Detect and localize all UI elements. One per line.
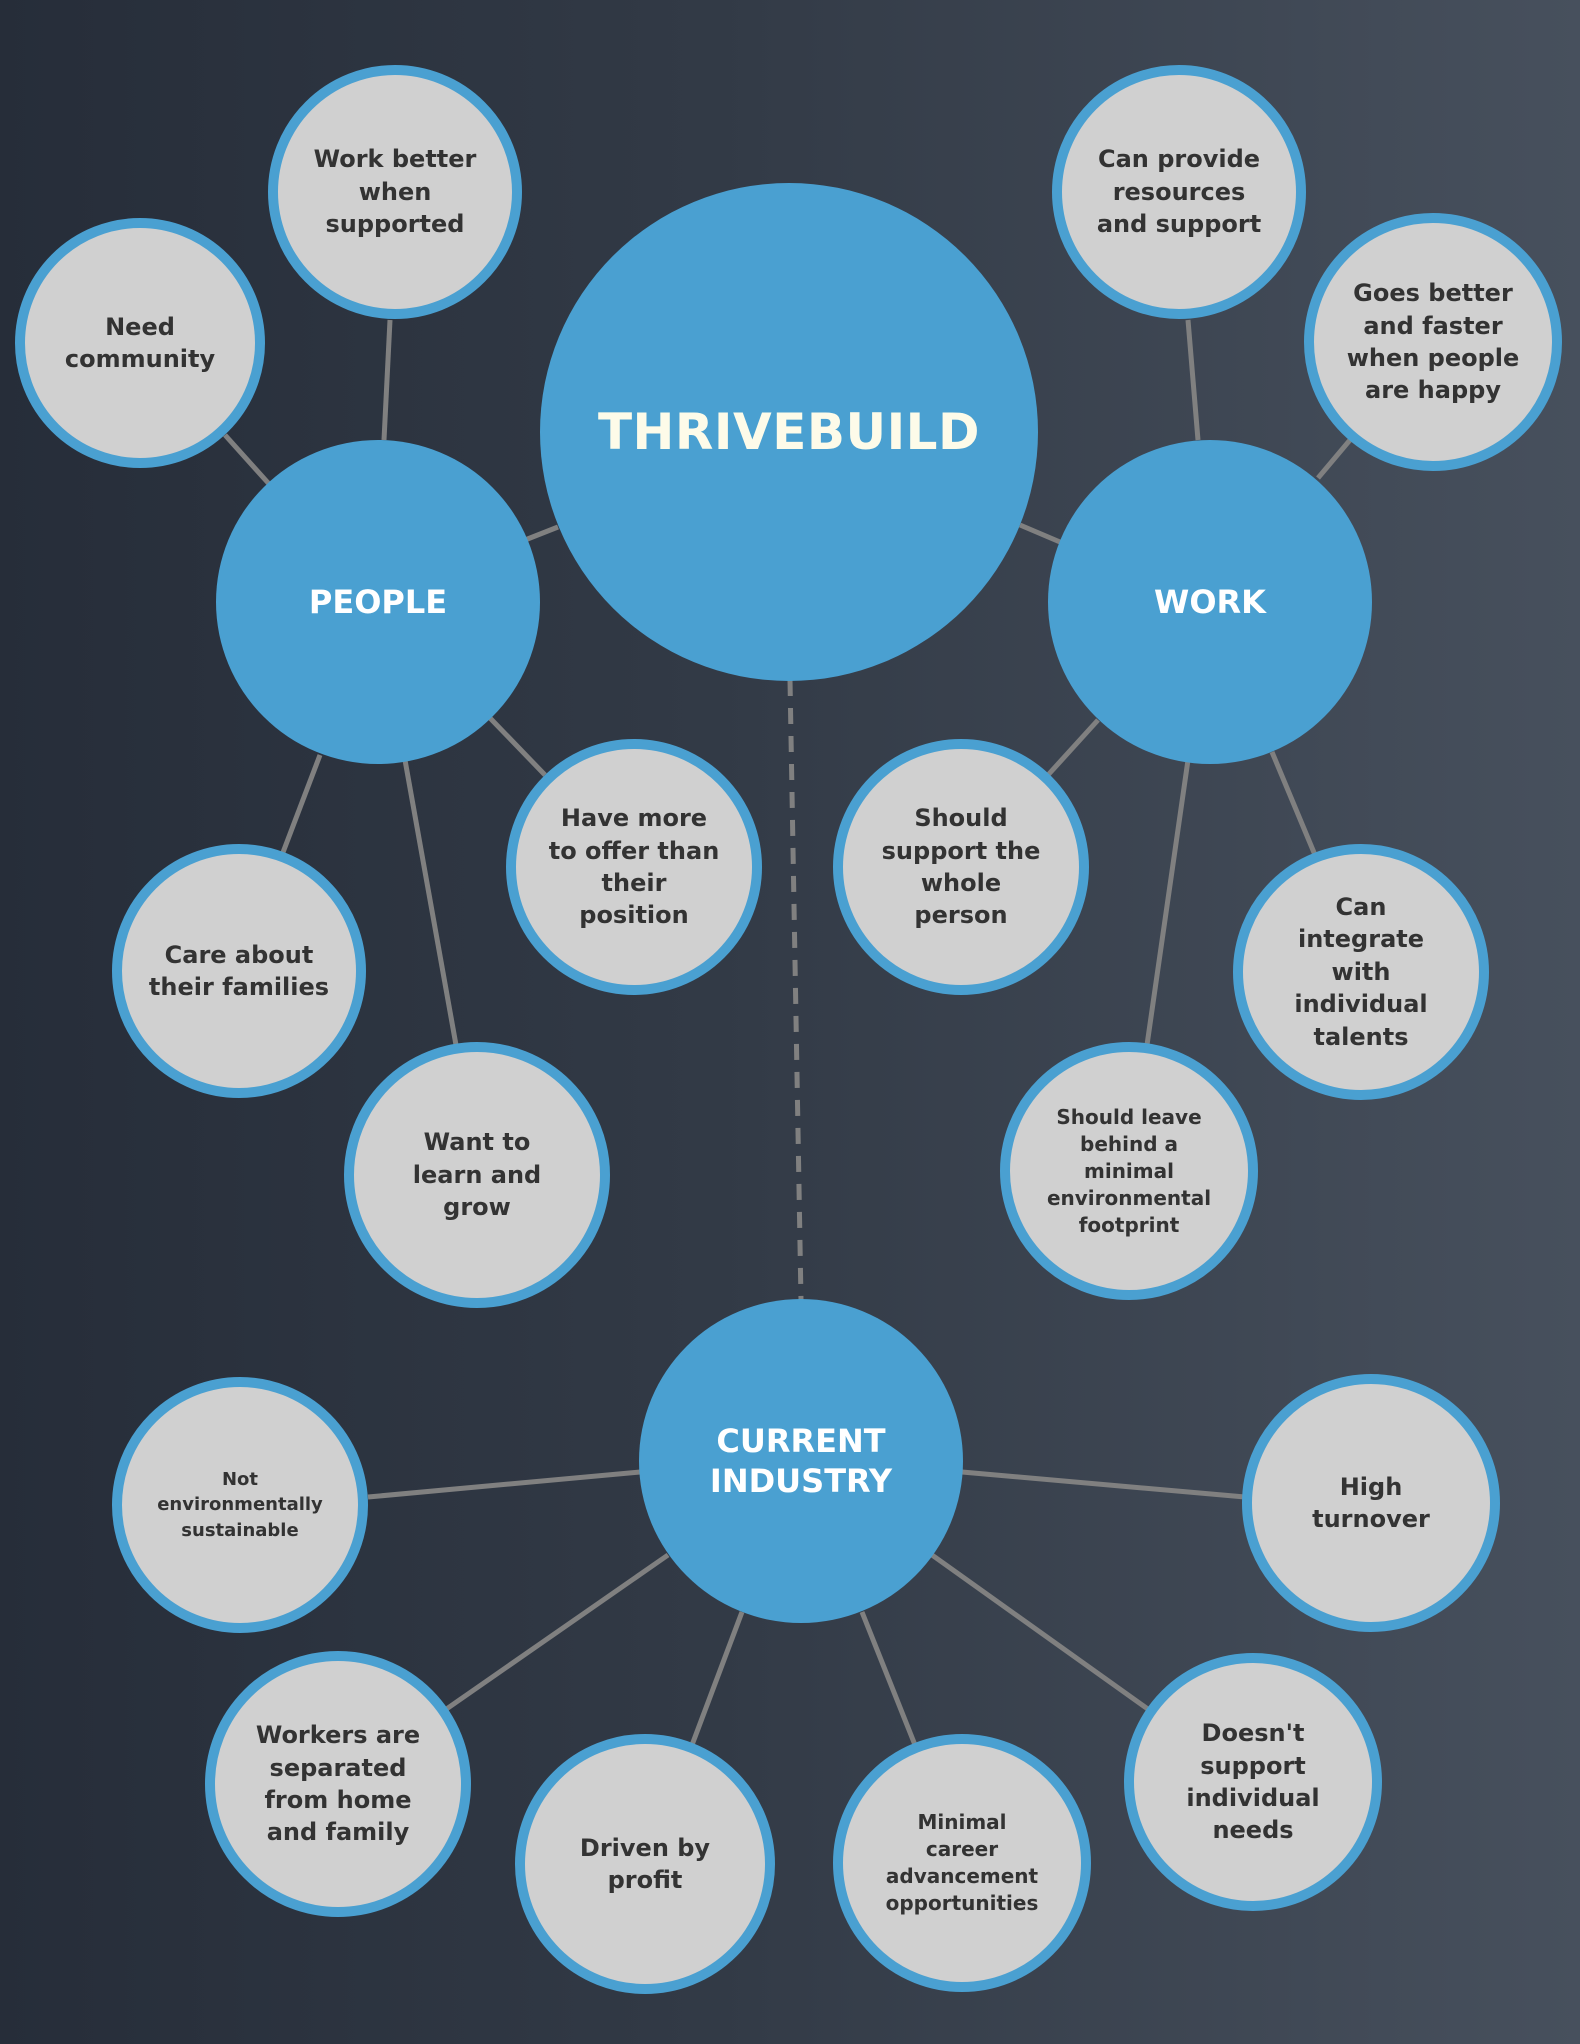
connector-industry-workers (443, 1552, 670, 1713)
connector-people-supported (381, 319, 393, 441)
people-leaf-care-families: Care about their families (112, 844, 366, 1098)
work-leaf-whole-person: Should support the whole person (833, 739, 1089, 995)
connector-people-community (223, 433, 272, 487)
connector-main-industry (787, 679, 804, 1301)
people-leaf-need-community: Need community (15, 218, 265, 468)
work-leaf-talents: Can integrate with individual talents (1233, 844, 1489, 1100)
work-leaf-resources: Can provide resources and support (1052, 65, 1306, 319)
industry-leaf-driven-profit: Driven by profit (515, 1734, 775, 1994)
industry-leaf-career-advancement: Minimal career advancement opportunities (833, 1734, 1091, 1992)
people-leaf-work-better: Work better when supported (268, 65, 522, 319)
work-leaf-happy: Goes better and faster when people are h… (1304, 213, 1562, 471)
connector-industry-career (859, 1611, 918, 1746)
connector-work-talents (1269, 751, 1318, 856)
connector-people-offer (488, 716, 547, 777)
connector-work-footprint (1144, 759, 1191, 1046)
industry-leaf-not-sustainable: Not environmentally sustainable (112, 1377, 368, 1633)
connector-people-learn (402, 759, 459, 1046)
work-hub: WORK (1048, 440, 1372, 764)
industry-leaf-high-turnover: High turnover (1242, 1374, 1500, 1632)
connector-people-families (279, 754, 323, 856)
connector-work-resources (1185, 319, 1201, 441)
connector-main-people (524, 524, 559, 543)
current-industry-hub: CURRENT INDUSTRY (639, 1299, 963, 1623)
industry-leaf-workers-separated: Workers are separated from home and fami… (205, 1651, 471, 1917)
work-hub-label: WORK (1154, 583, 1266, 621)
current-industry-hub-label: CURRENT INDUSTRY (709, 1422, 893, 1500)
connector-main-work (1019, 522, 1061, 545)
connector-work-happy (1316, 438, 1352, 480)
connector-industry-profit (689, 1611, 745, 1746)
people-leaf-learn-grow: Want to learn and grow (344, 1042, 610, 1308)
thrivebuild-title: THRIVEBUILD (597, 402, 981, 461)
people-leaf-offer-more: Have more to offer than their position (506, 739, 762, 995)
industry-leaf-individual-needs: Doesn't support individual needs (1124, 1653, 1382, 1911)
thrivebuild-hub: THRIVEBUILD (540, 183, 1038, 681)
work-leaf-footprint: Should leave behind a minimal environmen… (1000, 1042, 1258, 1300)
connector-industry-sustainable (367, 1469, 641, 1500)
connector-industry-turnover (961, 1469, 1246, 1500)
people-hub: PEOPLE (216, 440, 540, 764)
people-hub-label: PEOPLE (308, 583, 448, 621)
connector-work-whole (1046, 718, 1100, 777)
connector-industry-needs (930, 1552, 1154, 1715)
